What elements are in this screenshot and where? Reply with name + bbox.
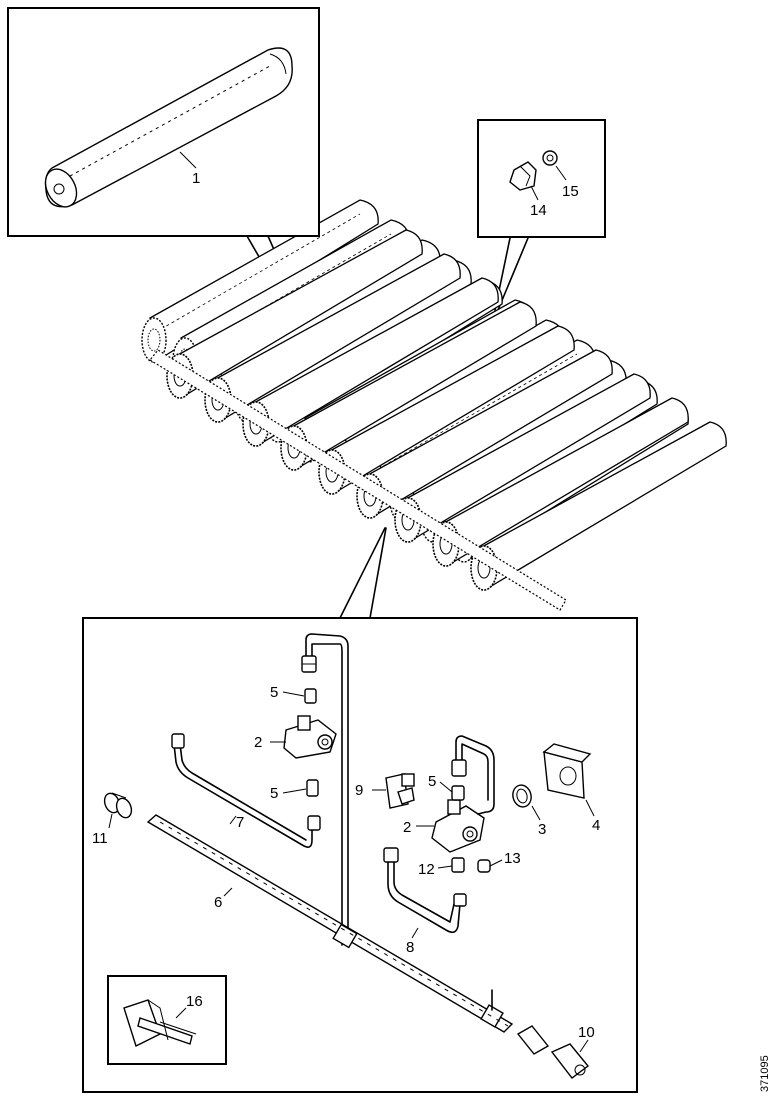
bracket-clip-icon: [509, 161, 537, 191]
callout-13: 13: [504, 850, 521, 867]
fitting-icon: [301, 655, 317, 673]
callout-2-lower: 2: [403, 819, 411, 836]
callout-5-middle: 5: [270, 785, 278, 802]
upper-pipe-loop: [305, 633, 349, 946]
callout-7: 7: [236, 814, 244, 831]
cylinder-inset: 1: [7, 7, 320, 237]
callout-9: 9: [355, 782, 363, 799]
pipe-8-icon: [383, 847, 467, 934]
fitting-12-icon: [451, 857, 465, 873]
callout-leaders: [108, 691, 595, 1053]
callout-6: 6: [214, 894, 222, 911]
piping-inset: 5 2 5 5 9 2 3 4 12 13 11 7 6 8 10 16: [82, 617, 638, 1093]
fitting-10-icon: [516, 1025, 590, 1079]
clamp-inset-frame: [107, 975, 227, 1065]
cylinder-rack-assembly: [141, 199, 727, 611]
callout-8: 8: [406, 939, 414, 956]
valve-lower-icon: [431, 799, 485, 853]
callout-3: 3: [538, 821, 546, 838]
nut-icon: [542, 150, 558, 166]
callout-1: 1: [192, 170, 200, 187]
cylinder-icon: [44, 47, 293, 208]
o-ring-3-icon: [512, 784, 532, 808]
nut-icon: [304, 688, 317, 704]
callout-12: 12: [418, 861, 435, 878]
figure-code: 371095: [759, 1055, 771, 1092]
callout-14: 14: [530, 202, 547, 219]
fitting-11-icon: [103, 792, 133, 819]
bracket-4-icon: [542, 743, 592, 799]
pipe-7-icon: [171, 733, 321, 848]
elbow-9-icon: [385, 773, 415, 809]
plug-13-icon: [477, 859, 491, 873]
nut-icon: [306, 779, 319, 797]
callout-11: 11: [92, 830, 108, 847]
callout-10: 10: [578, 1024, 595, 1041]
clamp-inset: 16: [107, 975, 227, 1065]
callout-5-right: 5: [428, 773, 436, 790]
right-pipe-loop: [451, 735, 495, 815]
callout-4: 4: [592, 817, 600, 834]
callout-2-upper: 2: [254, 734, 262, 751]
clamp-16-icon: [123, 999, 197, 1047]
callout-16: 16: [186, 993, 203, 1010]
callout-15: 15: [562, 183, 579, 200]
bracket-nut-inset: 14 15: [477, 119, 606, 238]
manifold-rail: [149, 349, 567, 611]
valve-upper-icon: [283, 715, 337, 759]
pipe-6-icon: [146, 814, 514, 1033]
callout-5-top: 5: [270, 684, 278, 701]
nut-icon: [451, 785, 465, 801]
bracket-nut-inset-frame: [477, 119, 606, 238]
